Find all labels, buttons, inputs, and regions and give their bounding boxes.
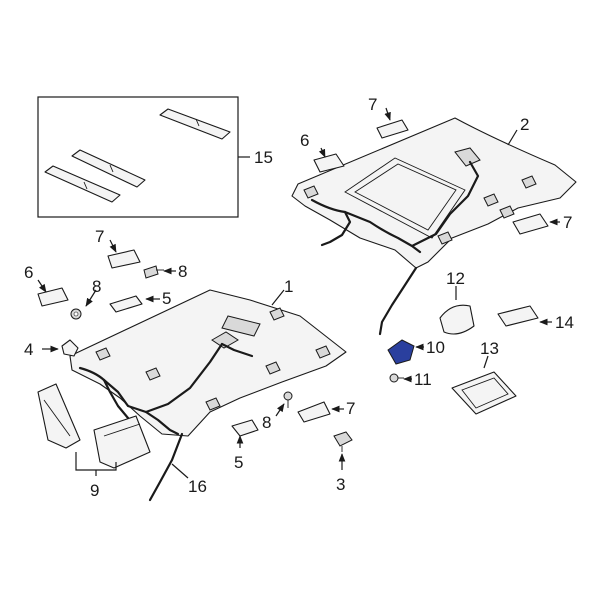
callout-3: 3 — [336, 475, 345, 494]
bolt-8-top — [143, 265, 164, 279]
sunroof-seal-strips — [44, 108, 231, 203]
bracket-10-highlighted — [387, 339, 415, 365]
callout-8a: 8 — [178, 262, 187, 281]
headliner-upper — [291, 117, 577, 269]
screw-11 — [389, 373, 404, 383]
bracket-14 — [497, 305, 539, 327]
bracket-6-top — [313, 153, 345, 173]
leader-7c — [109, 239, 117, 253]
callout-5a: 5 — [162, 289, 171, 308]
headliner-main — [69, 289, 347, 437]
callout-5b: 5 — [234, 453, 243, 472]
bracket-6-left — [37, 287, 69, 307]
bracket-7-right — [512, 213, 549, 235]
callout-4: 4 — [24, 340, 33, 359]
leader-2 — [507, 129, 518, 146]
callout-15: 15 — [254, 148, 273, 167]
callout-7b: 7 — [563, 213, 572, 232]
callout-14: 14 — [555, 313, 574, 332]
callout-8b: 8 — [92, 277, 101, 296]
clip-8-left — [70, 308, 82, 320]
bracket-7-top — [376, 119, 409, 139]
upper-wire-lead — [378, 266, 418, 336]
clip-3 — [333, 431, 353, 452]
callout-10: 10 — [426, 338, 445, 357]
handle-5-top — [109, 295, 143, 313]
callout-11: 11 — [414, 370, 432, 389]
callout-7d: 7 — [346, 399, 355, 418]
callout-6a: 6 — [300, 131, 309, 150]
leader-1 — [271, 289, 285, 306]
callout-8c: 8 — [262, 413, 271, 432]
bolt-8-bottom — [283, 391, 293, 408]
overhead-console-13 — [451, 371, 517, 415]
leader-8b — [85, 289, 97, 307]
callout-13: 13 — [480, 339, 499, 358]
leader-16 — [171, 463, 189, 479]
leader-6a — [318, 147, 326, 158]
callout-1: 1 — [284, 277, 293, 296]
callout-9: 9 — [90, 481, 99, 500]
callout-2: 2 — [520, 115, 529, 134]
bracket-7-left — [107, 249, 141, 269]
callout-12: 12 — [446, 269, 465, 288]
leader-6b — [37, 279, 47, 293]
handle-4 — [61, 339, 79, 357]
inset-frame — [37, 96, 239, 218]
callout-7a: 7 — [368, 95, 377, 114]
callout-6b: 6 — [24, 263, 33, 282]
leader-8c — [275, 403, 285, 417]
bracket-7-bottom — [297, 401, 331, 423]
sun-visor-right — [93, 415, 151, 469]
main-wire-lead — [148, 432, 184, 502]
callout-7c: 7 — [95, 227, 104, 246]
handle-5-bottom — [231, 419, 259, 437]
sun-visor-left — [37, 383, 81, 449]
leader-7a — [384, 107, 391, 121]
callout-16: 16 — [188, 477, 207, 496]
dome-lamp-12 — [439, 304, 475, 335]
leader-13 — [483, 355, 489, 369]
